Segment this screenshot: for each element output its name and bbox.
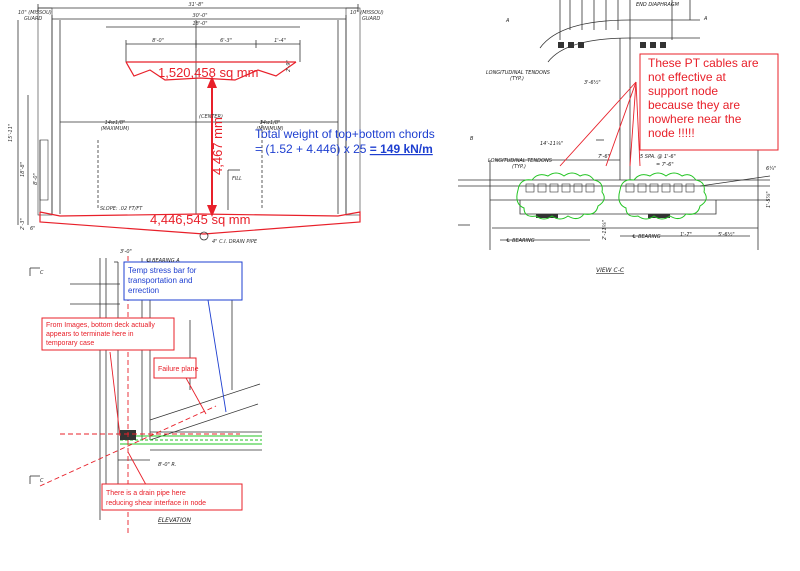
pt-cable-arrows bbox=[559, 81, 641, 167]
weight-line-1: Total weight of top+bottom chords bbox=[255, 127, 435, 141]
dim-6-3-label: 6'-3" bbox=[220, 38, 232, 44]
pt-note-line-4: because they are bbox=[648, 98, 740, 112]
web-left-label-2: (MAXIMUM) bbox=[101, 126, 130, 132]
bearing-right-symbol bbox=[648, 214, 670, 218]
view-cc-title: VIEW C-C bbox=[596, 267, 625, 274]
left-6-label: 6" bbox=[30, 226, 35, 232]
bottom-chord-area: 4,446,545 sq mm bbox=[150, 212, 250, 227]
long-tendons-b-1: LONGITUDINAL TENDONS bbox=[488, 158, 553, 164]
end-diaphragm-label: END DIAPHRAGM bbox=[636, 2, 680, 8]
top-chord-outline bbox=[125, 61, 297, 81]
web-mid-label-2: (MINIMUM) bbox=[256, 126, 283, 132]
dim-7-6-label: 7'-6" bbox=[598, 154, 610, 160]
pt-note-line-6: node !!!!! bbox=[648, 126, 695, 140]
dim-3-6-label: 3'-6½" bbox=[584, 79, 601, 86]
weight-line-2-prefix: = (1.52 + 4.446) x 25 bbox=[255, 142, 370, 156]
drain-pipe-line-1: There is a drain pipe here bbox=[106, 490, 186, 497]
top-width-label: 30'-0" bbox=[192, 13, 207, 19]
dim-2-11-label: 2'-11⅛" bbox=[602, 220, 608, 240]
section-b-label: B bbox=[470, 136, 474, 142]
drain-pipe-label: 4" C.I. DRAIN PIPE bbox=[212, 239, 258, 245]
bottom-deck-note-box bbox=[41, 317, 175, 351]
center-label: (CENTER) bbox=[199, 114, 223, 120]
failure-plane-note-box bbox=[153, 357, 197, 379]
dim-14-11-label: 14'-11⅛" bbox=[540, 141, 563, 147]
long-tendons-a-1: LONGITUDINAL TENDONS bbox=[486, 70, 551, 76]
top-chord-area: 1,520,458 sq mm bbox=[158, 65, 258, 80]
dim-1-4-label: 1'-4" bbox=[274, 38, 286, 44]
fill-label: FILL bbox=[232, 176, 242, 182]
web-left-label-1: 14w1/8" bbox=[105, 120, 126, 126]
dim-8-0-label: 8'-0" bbox=[152, 38, 164, 44]
cross-section-drawing bbox=[17, 4, 361, 225]
depth-label: 4,467 mm bbox=[210, 117, 225, 175]
dim-7-6b-label: = 7'-6" bbox=[656, 162, 674, 168]
section-a-label-left: A bbox=[505, 18, 510, 24]
pt-cables-note-box bbox=[639, 53, 779, 151]
stress-bar-arrow bbox=[207, 299, 227, 413]
side-1-5-label: 1'-5⅞" bbox=[766, 191, 772, 208]
section-c-label-bottom: C bbox=[40, 478, 44, 484]
bottom-deck-line-1: From Images, bottom deck actually bbox=[46, 322, 155, 329]
weight-line-2: = (1.52 + 4.446) x 25 = 149 kN/m bbox=[255, 142, 433, 156]
inner-width-label: 18'-0" bbox=[192, 21, 207, 27]
spa-label: 5 SPA. @ 1'-6" bbox=[640, 154, 676, 160]
bottom-chord-outline bbox=[39, 211, 361, 235]
bottom-slab-tendons bbox=[525, 183, 695, 193]
depth-arrow bbox=[207, 76, 217, 217]
elev-8-0-label: 8'-0" R. bbox=[158, 462, 177, 468]
temp-stress-line-1: Temp stress bar for bbox=[128, 266, 197, 275]
web-mid-label-1: 14w1/8" bbox=[260, 120, 281, 126]
drain-pipe-symbol bbox=[199, 231, 209, 241]
drain-pipe-note-box bbox=[101, 483, 243, 511]
elev-bearing-label: ℄ BEARING A bbox=[146, 258, 180, 264]
slope-label: SLOPE: .02 FT/FT bbox=[100, 206, 143, 212]
temp-stress-line-3: errection bbox=[128, 286, 159, 295]
elev-3-0-label: 3'-0" bbox=[120, 249, 132, 255]
side-6-label: 6¼" bbox=[766, 166, 776, 172]
failure-plane-lines bbox=[39, 256, 240, 534]
pt-cable-clouds bbox=[516, 172, 707, 220]
pt-note-line-1: These PT cables are bbox=[648, 56, 759, 70]
guard-left-label-1: 10" (MISSOU) bbox=[18, 10, 52, 16]
bottom-deck-slab bbox=[120, 435, 262, 445]
guard-left-label-2: GUARD bbox=[24, 16, 42, 22]
temp-stress-line-2: transportation and bbox=[128, 276, 193, 285]
bottom-deck-line-3: temporary case bbox=[46, 340, 94, 347]
left-height-a-label: 15'-11" bbox=[8, 124, 14, 142]
bottom-deck-line-2: appears to terminate here in bbox=[46, 331, 134, 338]
pt-note-line-5: nowhere near the bbox=[648, 112, 742, 126]
drain-pipe-line-2: reducing shear interface in node bbox=[106, 500, 206, 507]
temp-stress-bar-note-box bbox=[123, 261, 243, 301]
bearing-mid-label: ℄ BEARING bbox=[632, 234, 661, 240]
long-tendons-b-2: (TYP.) bbox=[512, 164, 526, 170]
pt-note-line-2: not effective at bbox=[648, 70, 726, 84]
left-8-0-label: 8'-0" bbox=[33, 173, 39, 185]
view-cc-drawing bbox=[458, 0, 771, 250]
weight-line-2-result: = 149 kN/m bbox=[370, 142, 433, 156]
guard-right-label-1: 10" (MISSOU) bbox=[350, 10, 384, 16]
section-a-label-right: A bbox=[703, 16, 708, 22]
left-height-b-label: 18'-8" bbox=[20, 162, 26, 177]
bearing-left-label: ℄ BEARING bbox=[506, 238, 535, 244]
pt-note-line-3: support node bbox=[648, 84, 718, 98]
overall-width-label: 31'-8" bbox=[188, 2, 203, 8]
bearing-left-symbol bbox=[536, 214, 558, 218]
left-2-3-label: 2'-3" bbox=[20, 218, 26, 230]
diaphragm-tendon-ducts bbox=[558, 42, 666, 48]
long-tendons-a-2: (TYP.) bbox=[510, 76, 524, 82]
failure-plane-label: Failure plane bbox=[158, 366, 199, 373]
dim-2-9-label: 2'-9" bbox=[286, 60, 292, 72]
dim-1-7-label: 1'-7" bbox=[680, 232, 692, 238]
section-c-label-top: C bbox=[40, 270, 44, 276]
guard-right-label-2: GUARD bbox=[362, 16, 380, 22]
dim-5-6-label: 5'-6½" bbox=[718, 231, 735, 238]
elevation-title: ELEVATION bbox=[158, 517, 191, 524]
